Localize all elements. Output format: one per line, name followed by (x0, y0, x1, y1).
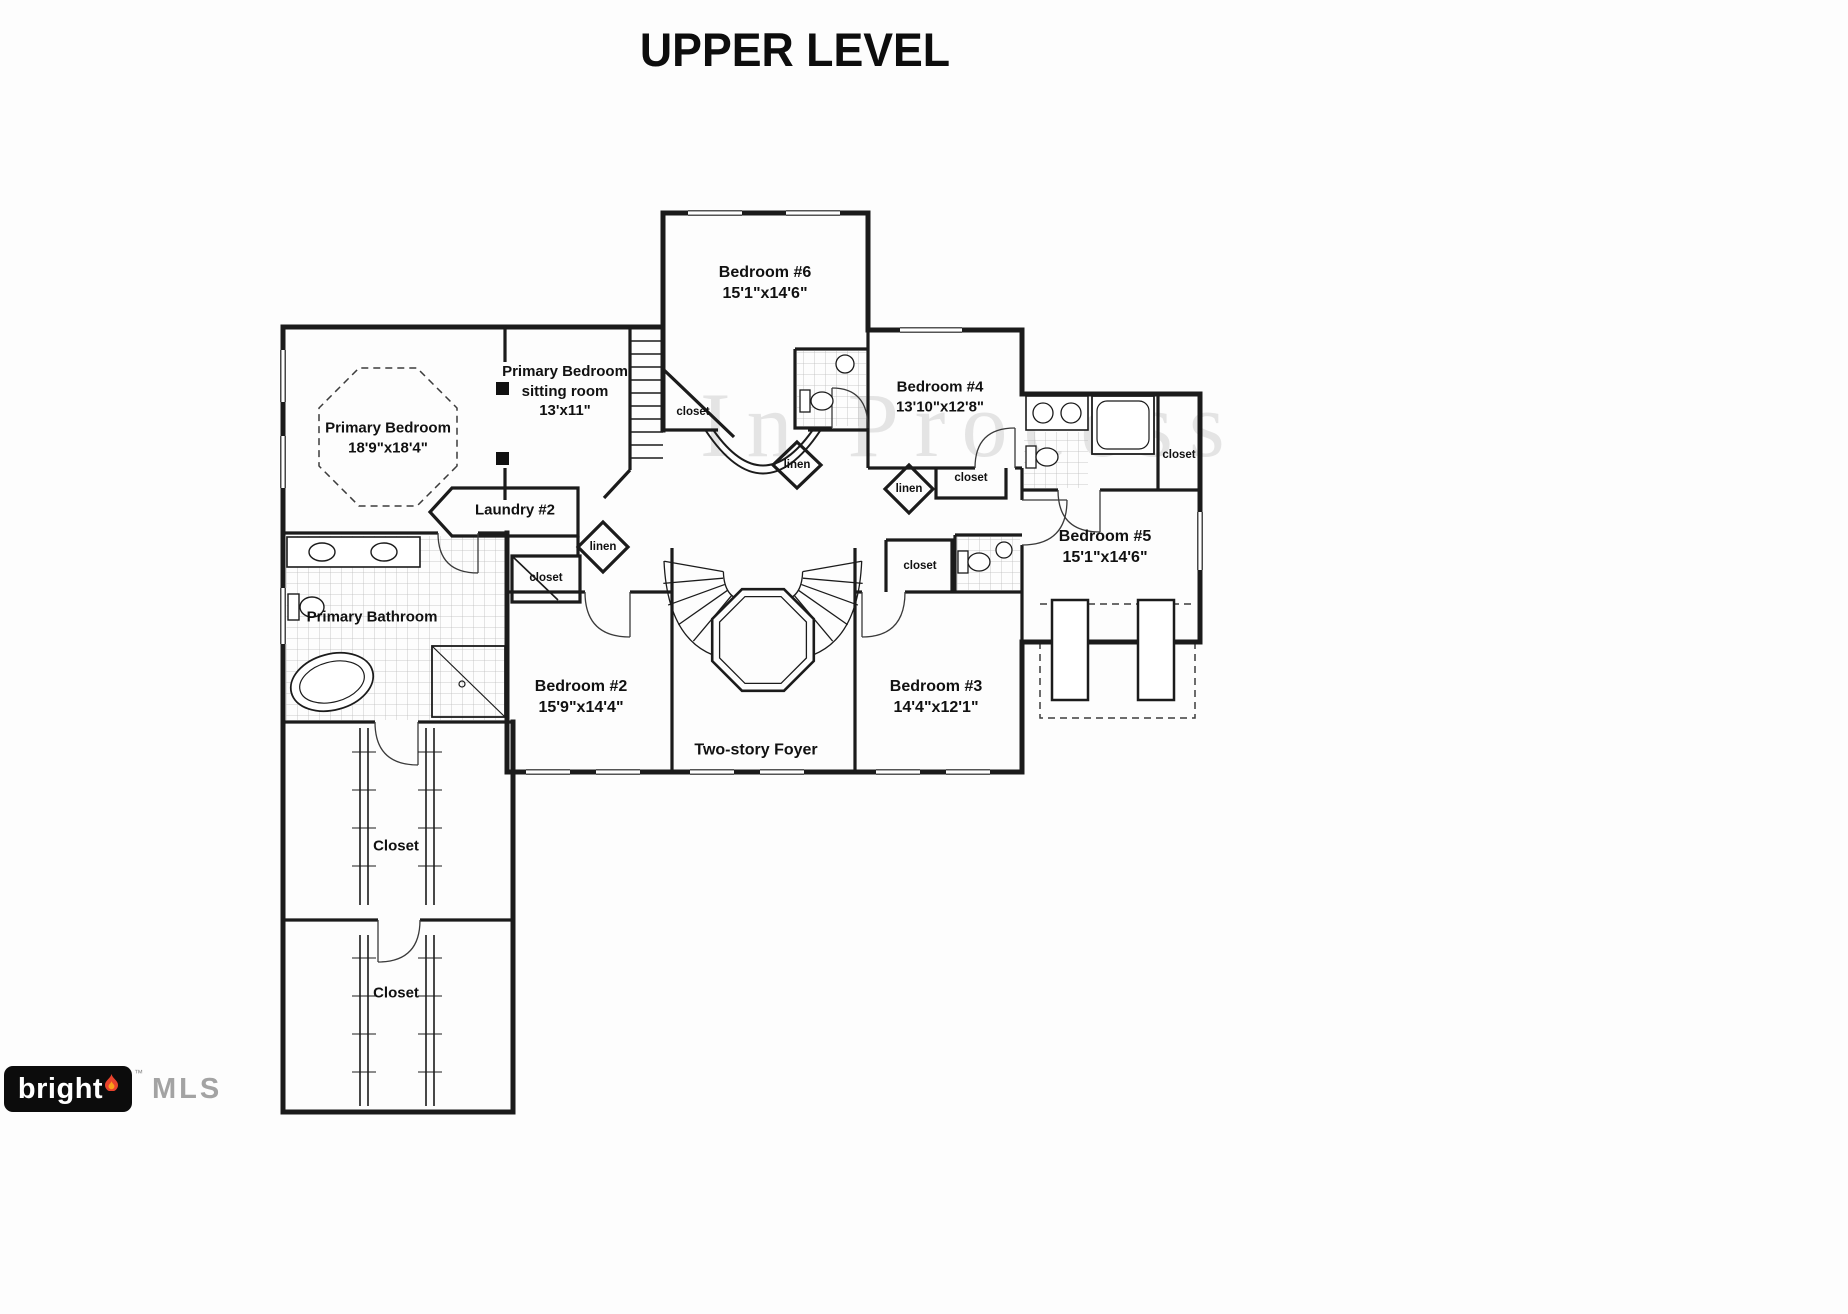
room-name: Bedroom #5 (1058, 528, 1152, 546)
linen-label-left: linen (589, 541, 617, 553)
room-name: Laundry #2 (474, 501, 556, 519)
linen-label-center: linen (783, 459, 811, 471)
door-arcs (374, 387, 1101, 963)
room-label-sitting-room: Primary Bedroom sitting room 13'x11" (502, 362, 628, 421)
brightmls-logo-box: bright (4, 1066, 132, 1112)
room-dims: 13'10"x12'8" (895, 398, 985, 415)
room-label-bedroom2: Bedroom #2 15'9"x14'4" (535, 677, 627, 719)
linen-label-right: linen (895, 483, 923, 495)
room-name: Primary Bedroom (502, 362, 628, 380)
room-dims: 13'x11" (539, 401, 591, 419)
room-name: Bedroom #6 (718, 264, 812, 282)
room-label-bedroom6: Bedroom #6 15'1"x14'6" (719, 263, 811, 305)
windows (279, 209, 1204, 776)
trademark-symbol: ™ (134, 1068, 143, 1078)
room-name: Two-story Foyer (694, 741, 818, 759)
columns (496, 382, 509, 465)
room-name: Primary Bathroom (306, 608, 438, 626)
room-label-bedroom5: Bedroom #5 15'1"x14'6" (1059, 527, 1151, 569)
room-label-bedroom4: Bedroom #4 13'10"x12'8" (896, 378, 984, 417)
interior-walls (283, 327, 1200, 922)
room-label-laundry: Laundry #2 (475, 500, 555, 520)
brightmls-brand-text: bright (17, 1072, 104, 1105)
room-dims: 14'4"x12'1" (893, 699, 979, 716)
room-name: Bedroom #4 (896, 378, 984, 396)
closet-label-long-top: Closet (373, 837, 419, 855)
room-label-primary-bathroom: Primary Bathroom (307, 607, 438, 627)
room-name: Bedroom #2 (534, 678, 628, 696)
room-label-primary-bedroom: Primary Bedroom 18'9"x18'4" (325, 419, 451, 458)
wardrobe-rails (352, 728, 442, 1106)
brightmls-logo: bright ™ MLS (4, 1066, 222, 1112)
room-dims: 15'1"x14'6" (722, 285, 808, 302)
flame-icon (105, 1073, 119, 1091)
closet-label-long-bottom: Closet (373, 984, 419, 1002)
dormer-boxes (1050, 598, 1176, 702)
room-name-2: sitting room (521, 382, 609, 400)
room-name: Primary Bedroom (325, 419, 451, 437)
closet-label-bedroom6: closet (676, 406, 710, 418)
room-label-foyer: Two-story Foyer (694, 741, 817, 762)
room-label-bedroom3: Bedroom #3 14'4"x12'1" (890, 677, 982, 719)
closet-label-bedroom4: closet (954, 472, 988, 484)
room-name: Bedroom #3 (889, 678, 983, 696)
brightmls-mls-text: MLS (152, 1072, 223, 1105)
page-title: UPPER LEVEL (639, 23, 951, 76)
room-dims: 15'1"x14'6" (1062, 549, 1148, 566)
room-dims: 15'9"x14'4" (538, 699, 624, 716)
stair-treads (630, 340, 663, 459)
closet-label-right-wing: closet (1162, 449, 1196, 461)
bath-fixtures (286, 354, 1155, 718)
foyer-octagon (710, 587, 816, 693)
closet-label-bedroom3: closet (903, 560, 937, 572)
room-dims: 18'9"x18'4" (348, 439, 428, 456)
closet-label-bedroom2: closet (529, 572, 563, 584)
